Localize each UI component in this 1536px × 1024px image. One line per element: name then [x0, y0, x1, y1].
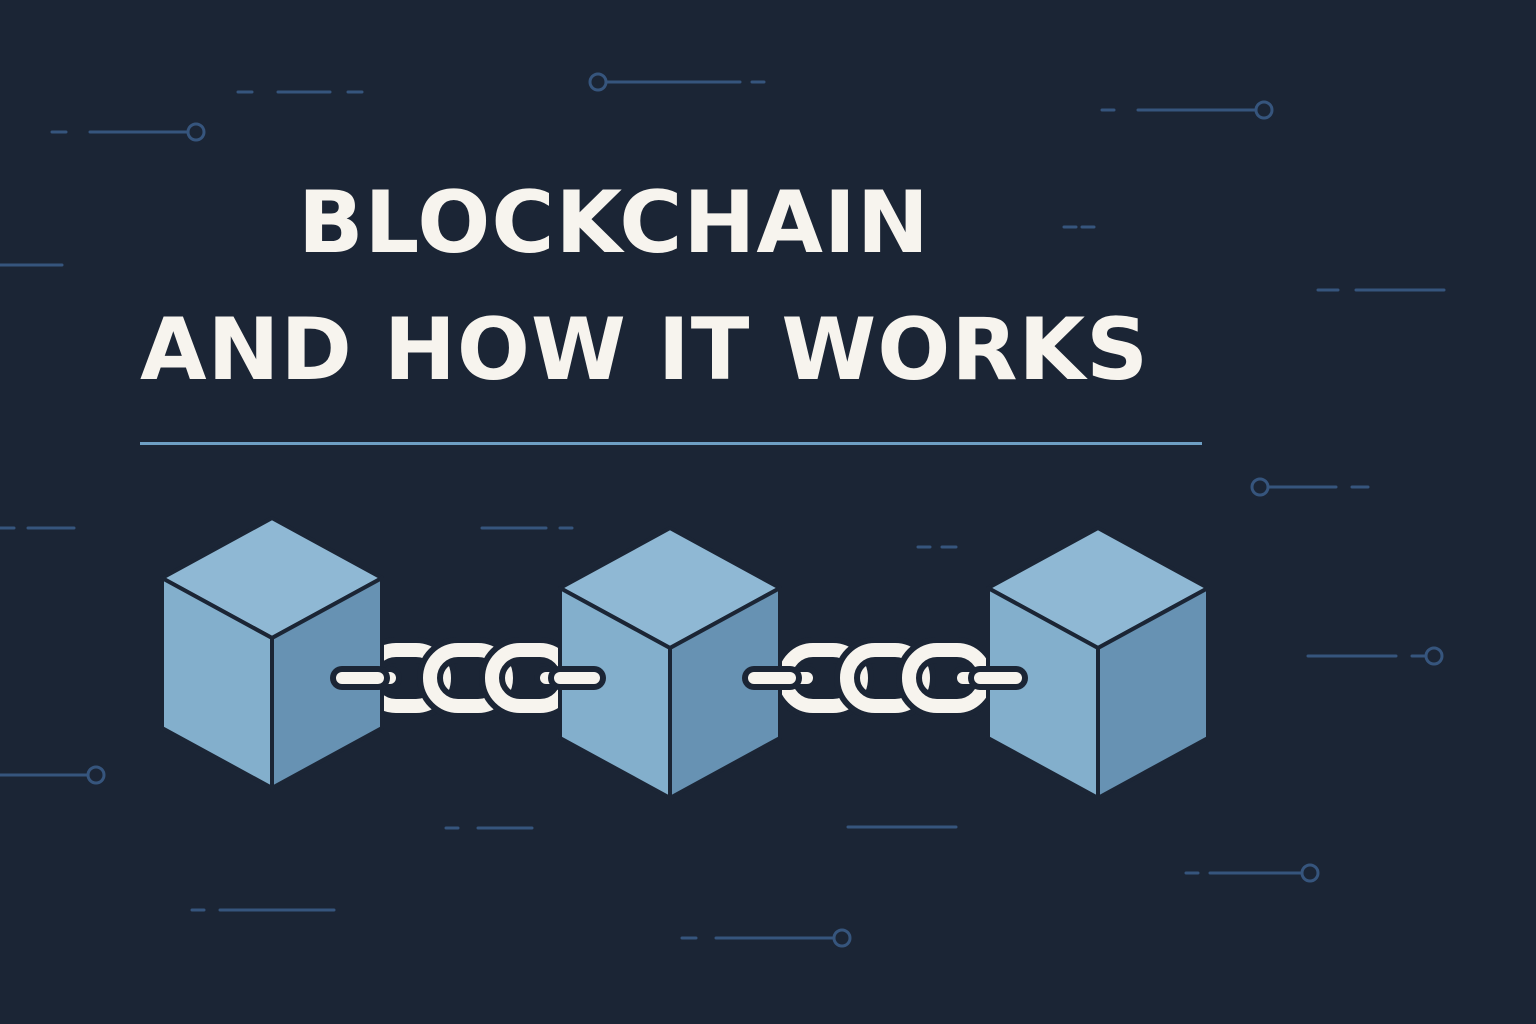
circuit-node-icon [832, 928, 852, 948]
title-line-1: BLOCKCHAIN [298, 173, 930, 273]
title-line-2: AND HOW IT WORKS [140, 300, 1150, 400]
circuit-node-icon [186, 122, 206, 142]
circuit-node-icon [1254, 100, 1274, 120]
circuit-node-icon [86, 765, 106, 785]
blockchain-cube-icon [558, 526, 782, 800]
title-divider [140, 442, 1202, 445]
circuit-node-icon [1424, 646, 1444, 666]
circuit-node-icon [1300, 863, 1320, 883]
blockchain-cube-icon [986, 526, 1210, 800]
blockchain-cube-icon [160, 516, 384, 790]
